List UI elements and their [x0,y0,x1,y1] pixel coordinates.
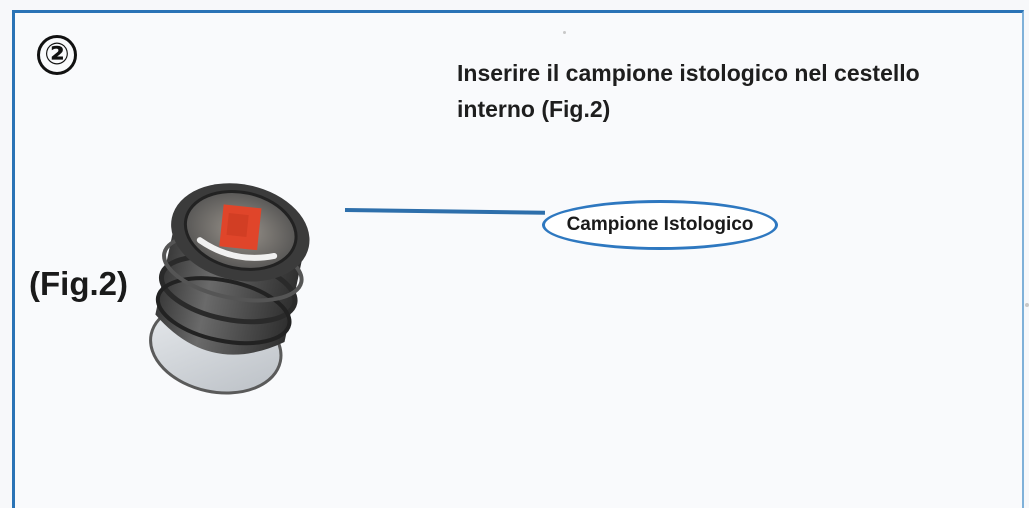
figure-label: (Fig.2) [29,265,128,302]
scan-speck [1025,303,1029,307]
scan-speck [563,31,566,34]
step-number: ② [37,35,77,75]
callout-label: Campione Istologico [542,200,778,250]
instruction-panel: ② Inserire il campione istologico nel ce… [12,10,1029,508]
instruction-text: Inserire il campione istologico nel cest… [457,55,977,127]
instruction-line-1: Inserire il campione istologico nel cest… [457,60,920,86]
callout-leader-line [344,208,546,215]
tissue-cassette-photo [149,183,310,395]
instruction-line-2: interno (Fig.2) [457,96,611,122]
callout-text: Campione Istologico [566,214,754,235]
